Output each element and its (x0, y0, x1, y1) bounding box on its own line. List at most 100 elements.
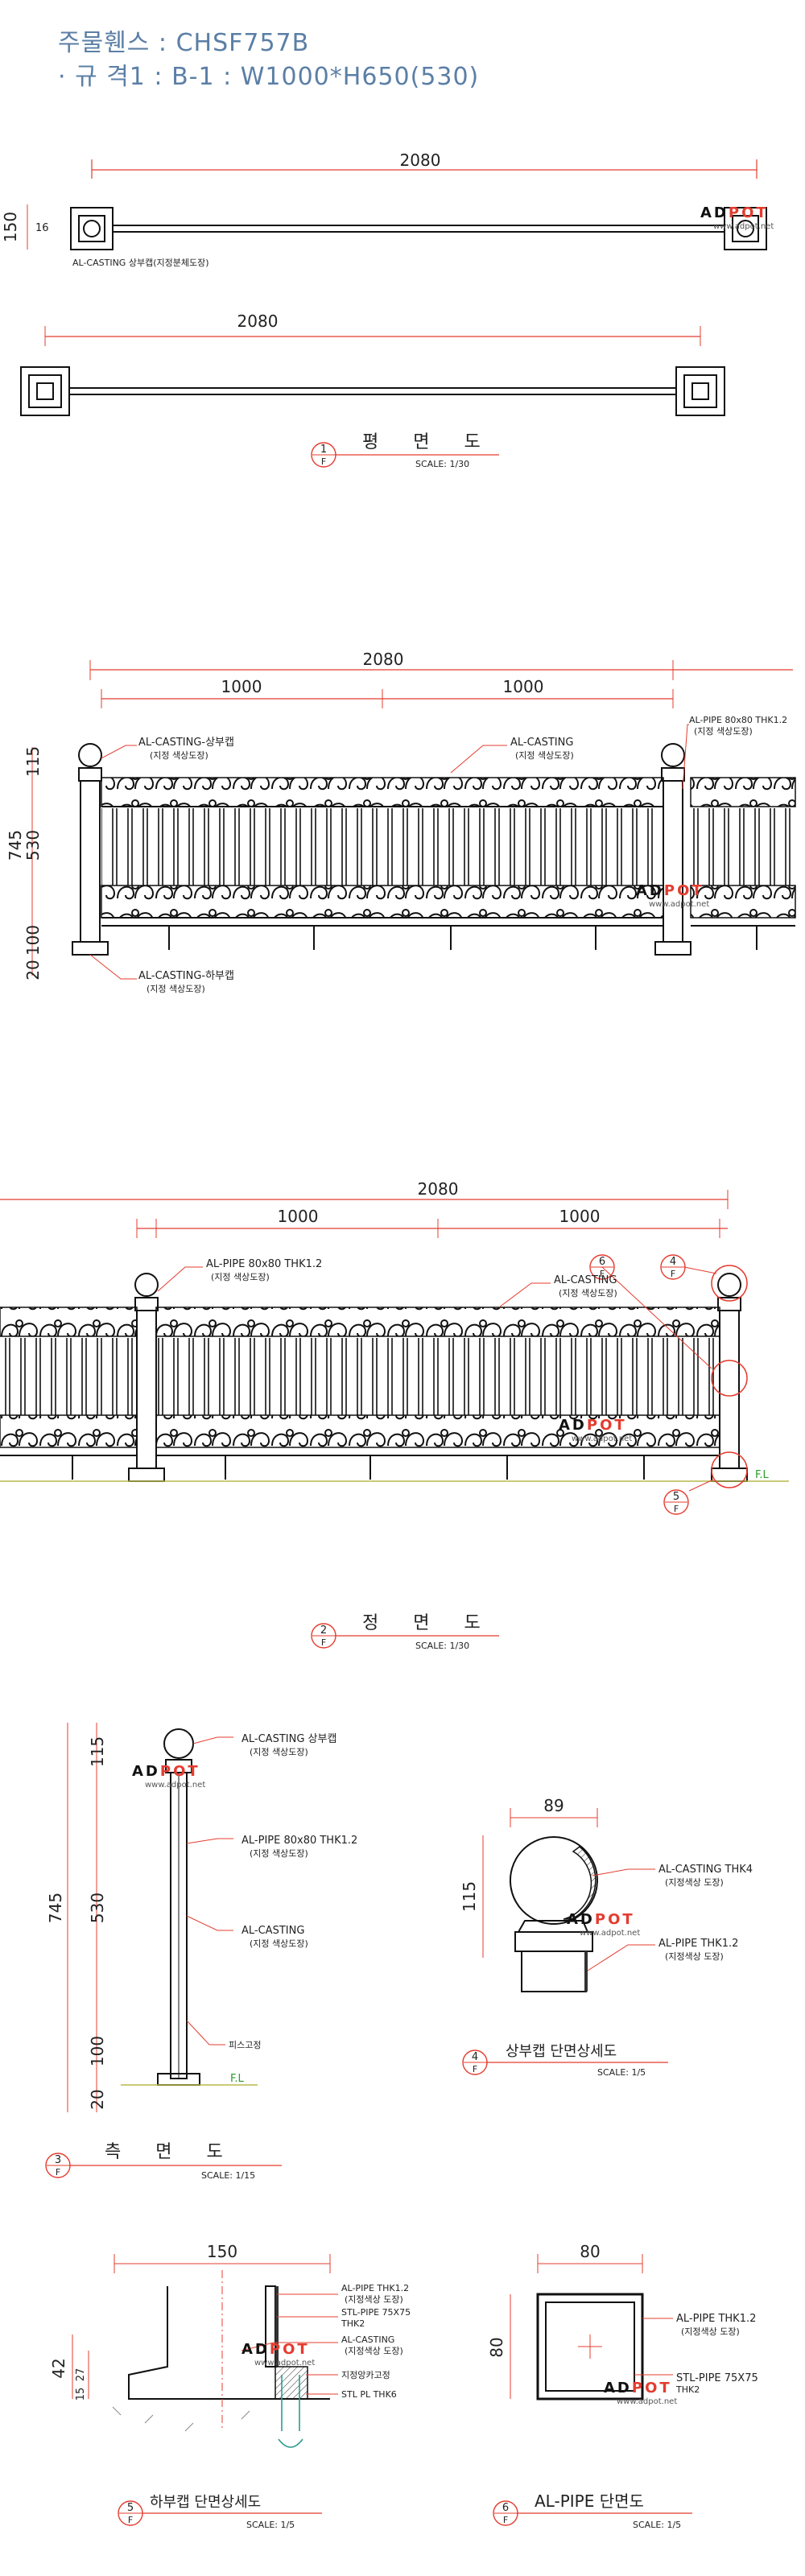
svg-text:www.adpot.net: www.adpot.net (580, 1929, 640, 1938)
svg-text:115: 115 (23, 746, 43, 777)
svg-text:SCALE: 1/30: SCALE: 1/30 (415, 459, 469, 469)
elev-label-casting: AL-CASTING (510, 737, 573, 749)
svg-text:89: 89 (543, 1796, 564, 1815)
svg-text:(지정색상 도장): (지정색상 도장) (681, 2326, 740, 2337)
watermark: ADPOT www.adpot.net (132, 1763, 205, 1790)
svg-text:150: 150 (1, 212, 20, 242)
svg-text:745: 745 (46, 1893, 65, 1923)
svg-text:2080: 2080 (418, 1179, 459, 1199)
svg-text:THK2: THK2 (675, 2384, 700, 2395)
svg-text:42: 42 (49, 2358, 68, 2378)
svg-text:www.adpot.net: www.adpot.net (572, 1435, 632, 1443)
side-title: 측 면 도 (105, 2142, 237, 2162)
elev-label-pipe: AL-PIPE 80x80 THK1.2 (689, 715, 787, 725)
bottomcap-title: 하부캡 단면상세도 (150, 2494, 261, 2511)
spec-line: · 규 격1 : B-1 : W1000*H650(530) (58, 63, 480, 91)
svg-text:6: 6 (502, 2502, 509, 2514)
svg-text:F: F (128, 2515, 133, 2525)
bottomcap-title-block: 5 F 하부캡 단면상세도 SCALE: 1/5 (118, 2494, 322, 2530)
svg-text:(지정 색상도장): (지정 색상도장) (694, 726, 753, 737)
svg-text:F: F (674, 1504, 679, 1514)
svg-text:1000: 1000 (221, 677, 262, 696)
watermark: ADPOT www.adpot.net (700, 204, 774, 231)
side-label-top-cap: AL-CASTING 상부캡 (242, 1733, 336, 1745)
pipesection-label-stl: STL-PIPE 75X75 (676, 2372, 758, 2384)
elevation-view: 2080 1000 1000 745 115 530 100 20 (6, 650, 796, 994)
svg-text:(지정 색상도장): (지정 색상도장) (250, 1938, 308, 1949)
svg-text:150: 150 (207, 2242, 237, 2261)
svg-text:ADPOT: ADPOT (242, 2341, 310, 2358)
bottomcap-label-pipe: AL-PIPE THK1.2 (341, 2283, 409, 2293)
front-view: 2080 1000 1000 F.L (0, 1179, 789, 1651)
svg-text:15: 15 (75, 2388, 87, 2401)
svg-text:2: 2 (320, 1624, 327, 1637)
plan-post-right (724, 207, 767, 250)
svg-text:F: F (321, 456, 326, 467)
svg-text:www.adpot.net: www.adpot.net (713, 222, 774, 231)
svg-text:2080: 2080 (400, 151, 441, 170)
svg-text:(지정색상 도장): (지정색상 도장) (345, 2346, 403, 2356)
svg-text:(지정 색상도장): (지정 색상도장) (150, 750, 208, 761)
front-label-pipe: AL-PIPE 80x80 THK1.2 (206, 1258, 322, 1270)
svg-text:ADPOT: ADPOT (604, 2380, 672, 2396)
svg-text:(지정 색상도장): (지정 색상도장) (559, 1288, 617, 1298)
svg-text:27: 27 (75, 2368, 87, 2382)
watermark: ADPOT www.adpot.net (567, 1911, 640, 1938)
svg-text:www.adpot.net: www.adpot.net (617, 2397, 677, 2406)
watermark: ADPOT www.adpot.net (559, 1417, 632, 1443)
watermark: ADPOT www.adpot.net (636, 882, 709, 909)
svg-text:2080: 2080 (363, 650, 404, 669)
topcap-title-block: 4 F 상부캡 단면상세도 SCALE: 1/5 (462, 2043, 668, 2078)
side-label-pipe: AL-PIPE 80x80 THK1.2 (242, 1835, 357, 1847)
svg-text:1000: 1000 (503, 677, 544, 696)
svg-text:www.adpot.net: www.adpot.net (145, 1781, 205, 1790)
svg-text:100: 100 (23, 925, 43, 956)
topcap-label-casting: AL-CASTING THK4 (658, 1864, 753, 1876)
svg-text:6: 6 (599, 1256, 605, 1268)
svg-text:5: 5 (673, 1491, 679, 1503)
svg-text:1: 1 (320, 444, 327, 456)
svg-text:SCALE: 1/5: SCALE: 1/5 (597, 2067, 646, 2078)
elev-label-bottom-cap: AL-CASTING-하부캡 (138, 970, 234, 982)
svg-text:ADPOT: ADPOT (132, 1763, 200, 1780)
svg-text:F: F (600, 1269, 605, 1279)
svg-text:(지정 색상도장): (지정 색상도장) (211, 1272, 270, 1282)
svg-text:(지정 색상도장): (지정 색상도장) (250, 1848, 308, 1859)
side-view: 745 115 530 100 20 F.L AL-CASTING 상부캡 (지… (45, 1723, 357, 2181)
side-label-screw: 피스고정 (229, 2040, 261, 2050)
svg-text:(지정 색상도장): (지정 색상도장) (515, 750, 574, 761)
bottomcap-label-anchor: 지정앙카고정 (341, 2370, 390, 2380)
plan-dim-2080-b: 2080 (44, 312, 701, 346)
svg-text:2080: 2080 (237, 312, 279, 331)
svg-text:4: 4 (670, 1256, 676, 1268)
front-label-casting: AL-CASTING (554, 1274, 617, 1286)
plan-title: 평 면 도 (362, 432, 495, 452)
svg-text:SCALE: 1/15: SCALE: 1/15 (201, 2170, 255, 2181)
bottomcap-label-casting: AL-CASTING (341, 2334, 394, 2345)
svg-text:SCALE: 1/5: SCALE: 1/5 (246, 2520, 295, 2530)
pipesection-title: AL-PIPE 단면도 (535, 2491, 644, 2511)
front-title: 정 면 도 (362, 1613, 495, 1633)
plan-label-top-cap: AL-CASTING 상부캡(지정분체도장) (72, 258, 209, 268)
plan-post-left (70, 207, 114, 250)
svg-text:ADPOT: ADPOT (700, 204, 769, 221)
svg-text:F: F (473, 2064, 477, 2074)
side-label-casting: AL-CASTING (242, 1925, 304, 1937)
pipe-section-detail: 80 80 AL-PIPE THK1.2 (지정색상 도장) STL-PIPE … (487, 2242, 758, 2530)
bottomcap-detail: 150 42 27 15 AL-PIPE THK1.2 (지정색상 도장) ST… (49, 2242, 411, 2530)
svg-text:THK2: THK2 (341, 2318, 365, 2329)
svg-text:16: 16 (35, 222, 49, 234)
svg-text:80: 80 (580, 2242, 600, 2261)
svg-text:3: 3 (55, 2154, 61, 2166)
svg-text:20: 20 (88, 2089, 107, 2109)
svg-text:745: 745 (6, 830, 25, 861)
pipesection-label-pipe: AL-PIPE THK1.2 (676, 2313, 756, 2325)
svg-text:100: 100 (88, 2036, 107, 2066)
svg-text:F: F (671, 1269, 675, 1279)
topcap-label-pipe: AL-PIPE THK1.2 (658, 1938, 738, 1950)
watermark: ADPOT www.adpot.net (242, 2341, 315, 2368)
svg-text:1000: 1000 (278, 1207, 319, 1226)
elev-label-top-cap: AL-CASTING-상부캡 (138, 737, 234, 749)
callout-6: 6 F (589, 1254, 615, 1280)
